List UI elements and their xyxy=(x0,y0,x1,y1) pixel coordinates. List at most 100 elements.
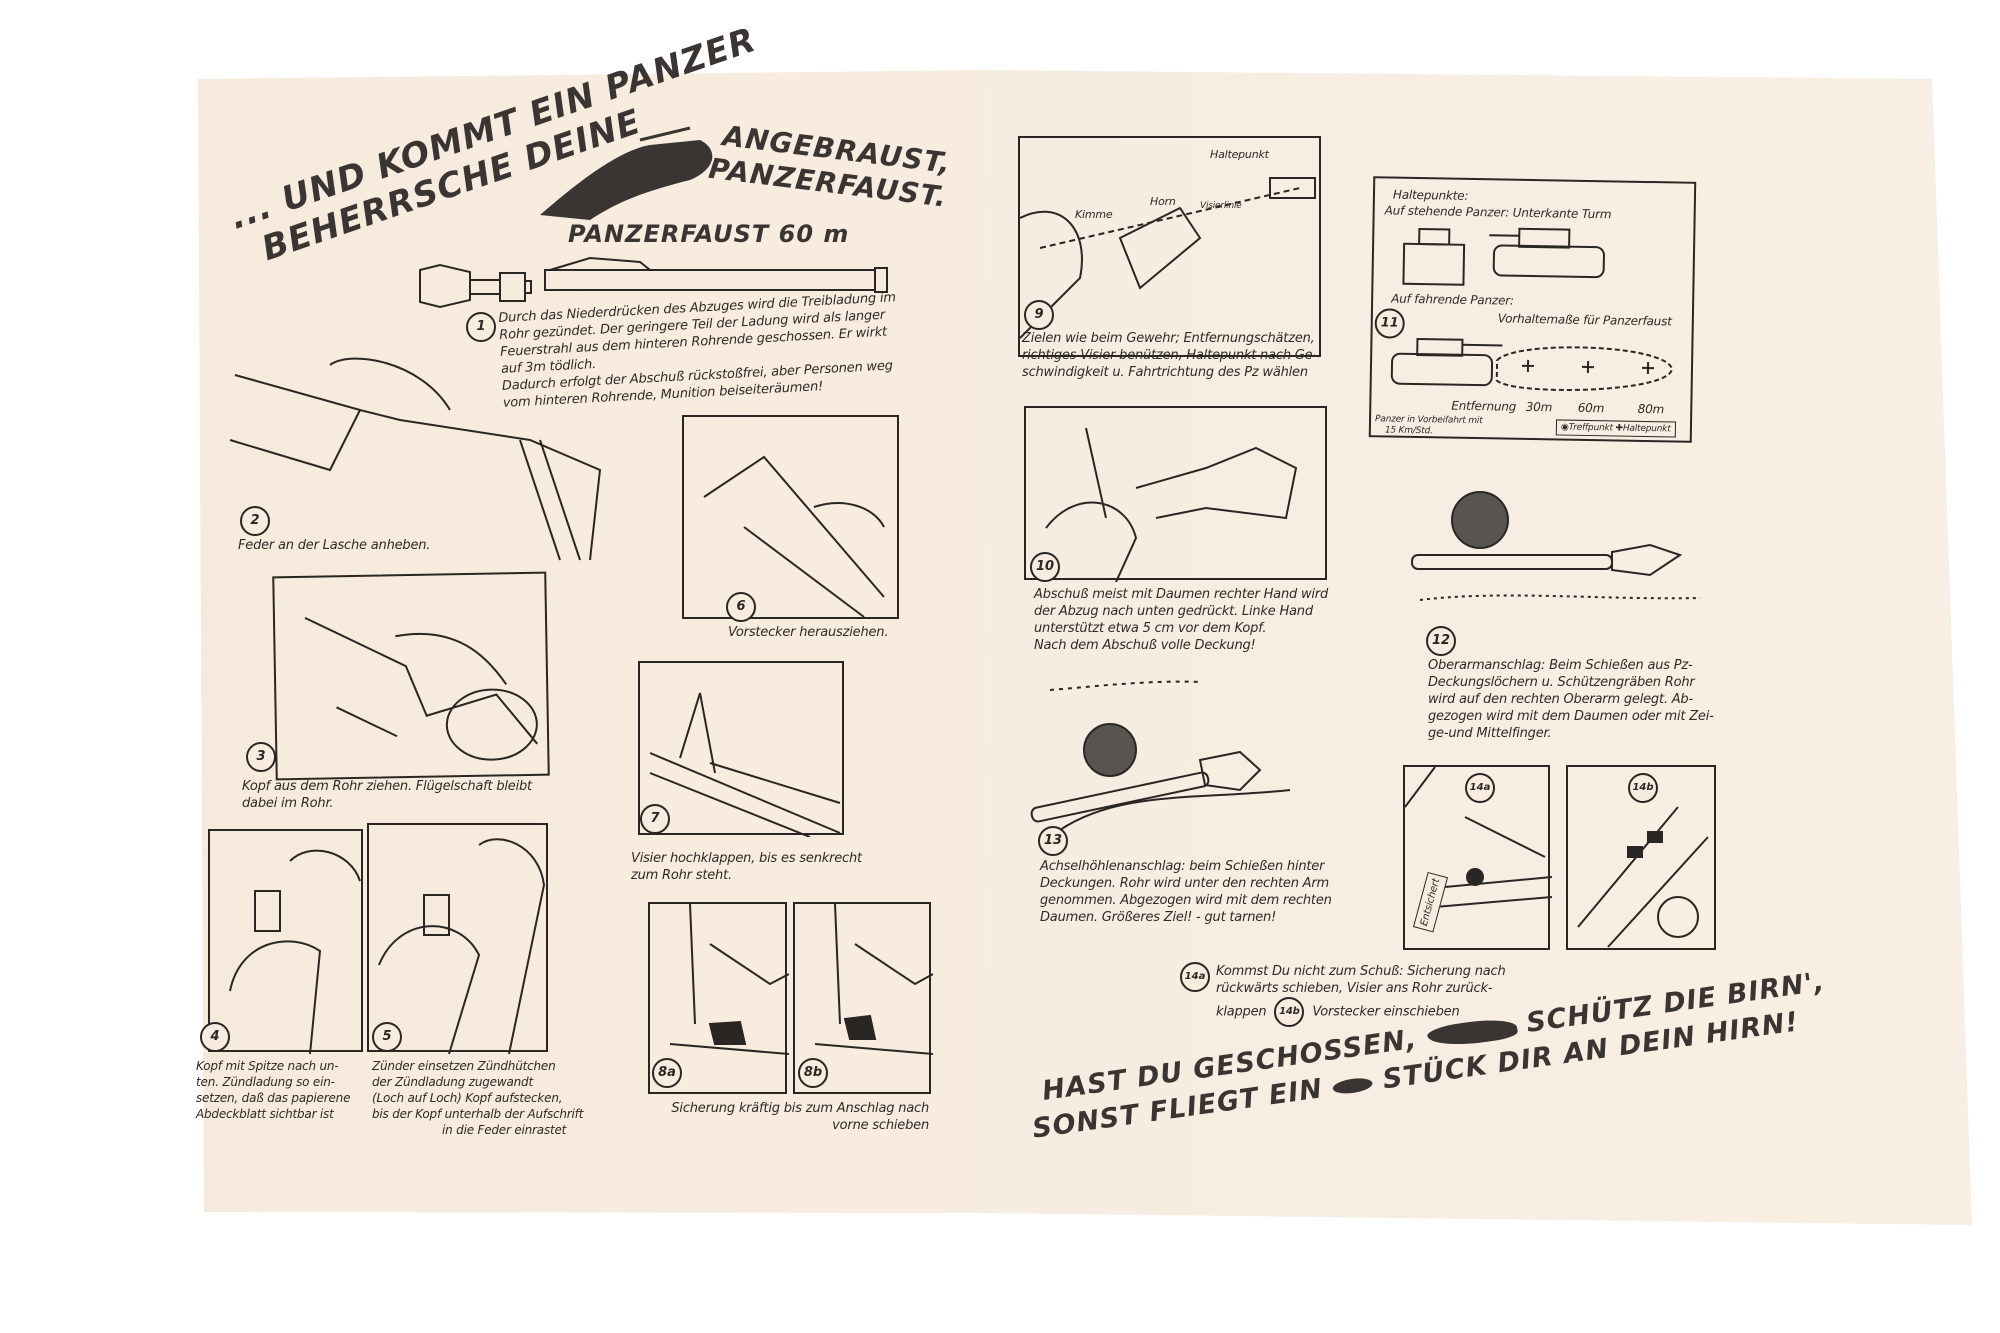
label-haltepunkt: Haltepunkt xyxy=(1210,148,1269,161)
caption-14: Kommst Du nicht zum Schuß: Sicherung nac… xyxy=(1216,963,1506,1027)
figure-8b-drawing xyxy=(814,904,933,1055)
caption-line: vorne schieben xyxy=(832,1118,929,1133)
figure-number: 4 xyxy=(200,1022,230,1052)
caption-line: in die Feder einrastet xyxy=(442,1123,567,1137)
caption-line: Abschuß meist mit Daumen rechter Hand wi… xyxy=(1034,587,1329,602)
figure-7-drawing xyxy=(649,692,841,837)
figure-14b-drawing xyxy=(1577,806,1709,948)
caption-line: zum Rohr steht. xyxy=(631,868,732,883)
caption-4: Kopf mit Spitze nach un- ten. Zündladung… xyxy=(196,1058,350,1122)
figure-6-drawing xyxy=(703,455,885,618)
caption-line: Visier hochklappen, bis es senkrecht xyxy=(631,851,862,866)
figure-3-panel xyxy=(272,571,550,781)
caption-line: Sicherung kräftig bis zum Anschlag nach xyxy=(671,1101,929,1116)
figure-number: 14a xyxy=(1180,962,1210,992)
caption-5: Zünder einsetzen Zündhütchen der Zündlad… xyxy=(372,1058,583,1138)
caption-line: Zünder einsetzen Zündhütchen xyxy=(372,1059,556,1073)
figure-14b-panel: 14b xyxy=(1566,765,1716,950)
caption-line: Kommst Du nicht zum Schuß: Sicherung nac… xyxy=(1216,964,1506,979)
caption-line: rückwärts schieben, Visier ans Rohr zurü… xyxy=(1216,981,1493,996)
figure-number: 12 xyxy=(1426,626,1456,656)
figure-8a-panel xyxy=(648,902,789,1094)
figure-5-drawing xyxy=(378,838,546,1054)
figure-number: 2 xyxy=(240,506,270,536)
caption-line: Kopf aus dem Rohr ziehen. Flügelschaft b… xyxy=(242,779,532,794)
figure-number: 14b xyxy=(1274,997,1305,1027)
caption-2: Feder an der Lasche anheben. xyxy=(238,538,431,553)
caption-text: Vorstecker einschieben xyxy=(1312,1004,1460,1020)
caption-line: (Loch auf Loch) Kopf aufstecken, xyxy=(372,1091,563,1105)
caption-line: schwindigkeit u. Fahrtrichtung des Pz wä… xyxy=(1022,365,1308,380)
caption-line: gezogen wird mit dem Daumen oder mit Zei… xyxy=(1428,709,1714,724)
explosion-icon xyxy=(1425,1015,1518,1050)
caption-line: unterstützt etwa 5 cm vor dem Kopf. xyxy=(1034,621,1267,636)
caption-line: Abdeckblatt sichtbar ist xyxy=(196,1107,334,1121)
caption-8: Sicherung kräftig bis zum Anschlag nach … xyxy=(654,1100,929,1134)
caption-13: Achselhöhlenanschlag: beim Schießen hint… xyxy=(1040,858,1332,926)
caption-line: Kopf mit Spitze nach un- xyxy=(196,1059,339,1073)
figure-number: 8a xyxy=(652,1058,682,1088)
figure-number: 14b xyxy=(1628,773,1658,803)
caption-line: Deckungslöchern u. Schützengräben Rohr xyxy=(1428,675,1695,690)
figure-10-drawing xyxy=(1045,427,1298,582)
caption-9: Zielen wie beim Gewehr; Entfernungschätz… xyxy=(1022,330,1317,381)
figure-9-drawing xyxy=(1020,177,1316,339)
caption-line: setzen, daß das papierene xyxy=(196,1091,351,1105)
figure-8b-panel xyxy=(793,902,933,1094)
caption-line: Zielen wie beim Gewehr; Entfernungschätz… xyxy=(1022,331,1315,346)
figure-number: 10 xyxy=(1030,552,1060,582)
tank-drawings xyxy=(1390,227,1673,391)
figure-number: 13 xyxy=(1038,826,1068,856)
caption-3: Kopf aus dem Rohr ziehen. Flügelschaft b… xyxy=(242,778,532,812)
caption-line: dabei im Rohr. xyxy=(242,796,334,811)
figure-number: 5 xyxy=(372,1022,402,1052)
label-kimme: Kimme xyxy=(1075,208,1113,221)
figure-3-drawing xyxy=(304,616,538,761)
figure-9-panel: Haltepunkt Horn Kimme Visierlinie xyxy=(1018,136,1321,357)
caption-line: der Zündladung zugewandt xyxy=(372,1075,533,1089)
caption-line: ten. Zündladung so ein- xyxy=(196,1075,335,1089)
caption-line: Nach dem Abschuß volle Deckung! xyxy=(1034,638,1256,653)
figure-4-drawing xyxy=(229,849,361,1054)
figure-7-panel xyxy=(638,661,844,837)
caption-7: Visier hochklappen, bis es senkrecht zum… xyxy=(631,850,862,884)
caption-line: der Abzug nach unten gedrückt. Linke Han… xyxy=(1034,604,1313,619)
label-horn: Horn xyxy=(1150,195,1176,208)
figure-number: 8b xyxy=(798,1058,828,1088)
caption-text: klappen xyxy=(1216,1004,1267,1020)
subtitle: PANZERFAUST 60 m xyxy=(568,220,850,248)
caption-line: Oberarmanschlag: Beim Schießen aus Pz- xyxy=(1428,658,1693,673)
figure-6-panel xyxy=(682,415,899,619)
caption-line: Deckungen. Rohr wird unter den rechten A… xyxy=(1040,876,1329,891)
splash-icon xyxy=(1332,1075,1374,1096)
caption-line: bis der Kopf unterhalb der Aufschrift xyxy=(372,1107,584,1121)
caption-line: Daumen. Größeres Ziel! - gut tarnen! xyxy=(1040,910,1277,925)
figure-number: 14a xyxy=(1465,773,1495,803)
figure-4-panel xyxy=(208,829,363,1054)
figure-number: 3 xyxy=(246,742,276,772)
figure-number: 7 xyxy=(640,804,670,834)
caption-line-last: klappen 14b Vorstecker einschieben xyxy=(1216,997,1505,1027)
figure-14a-drawing xyxy=(1405,767,1552,908)
figure-number: 6 xyxy=(726,592,756,622)
caption-12: Oberarmanschlag: Beim Schießen aus Pz- D… xyxy=(1428,657,1714,742)
figure-11-panel: Haltepunkte: Auf stehende Panzer: Unterk… xyxy=(1368,176,1697,443)
figure-number: 1 xyxy=(466,312,496,342)
caption-line: ge-und Mittelfinger. xyxy=(1428,726,1552,741)
caption-10: Abschuß meist mit Daumen rechter Hand wi… xyxy=(1034,586,1328,654)
caption-line: genommen. Abgezogen wird mit dem rechten xyxy=(1040,893,1332,908)
figure-5-panel xyxy=(367,823,548,1054)
figure-8a-drawing xyxy=(669,904,789,1055)
label-visierlinie: Visierlinie xyxy=(1200,201,1242,211)
caption-line: Achselhöhlenanschlag: beim Schießen hint… xyxy=(1040,859,1325,874)
figure-10-panel xyxy=(1024,406,1327,582)
figure-14a-panel: Entsichert 14a xyxy=(1403,765,1552,950)
caption-6: Vorstecker herausziehen. xyxy=(728,625,889,640)
caption-line: wird auf den rechten Oberarm gelegt. Ab- xyxy=(1428,692,1693,707)
caption-line: richtiges Visier benützen, Haltepunkt na… xyxy=(1022,348,1317,363)
